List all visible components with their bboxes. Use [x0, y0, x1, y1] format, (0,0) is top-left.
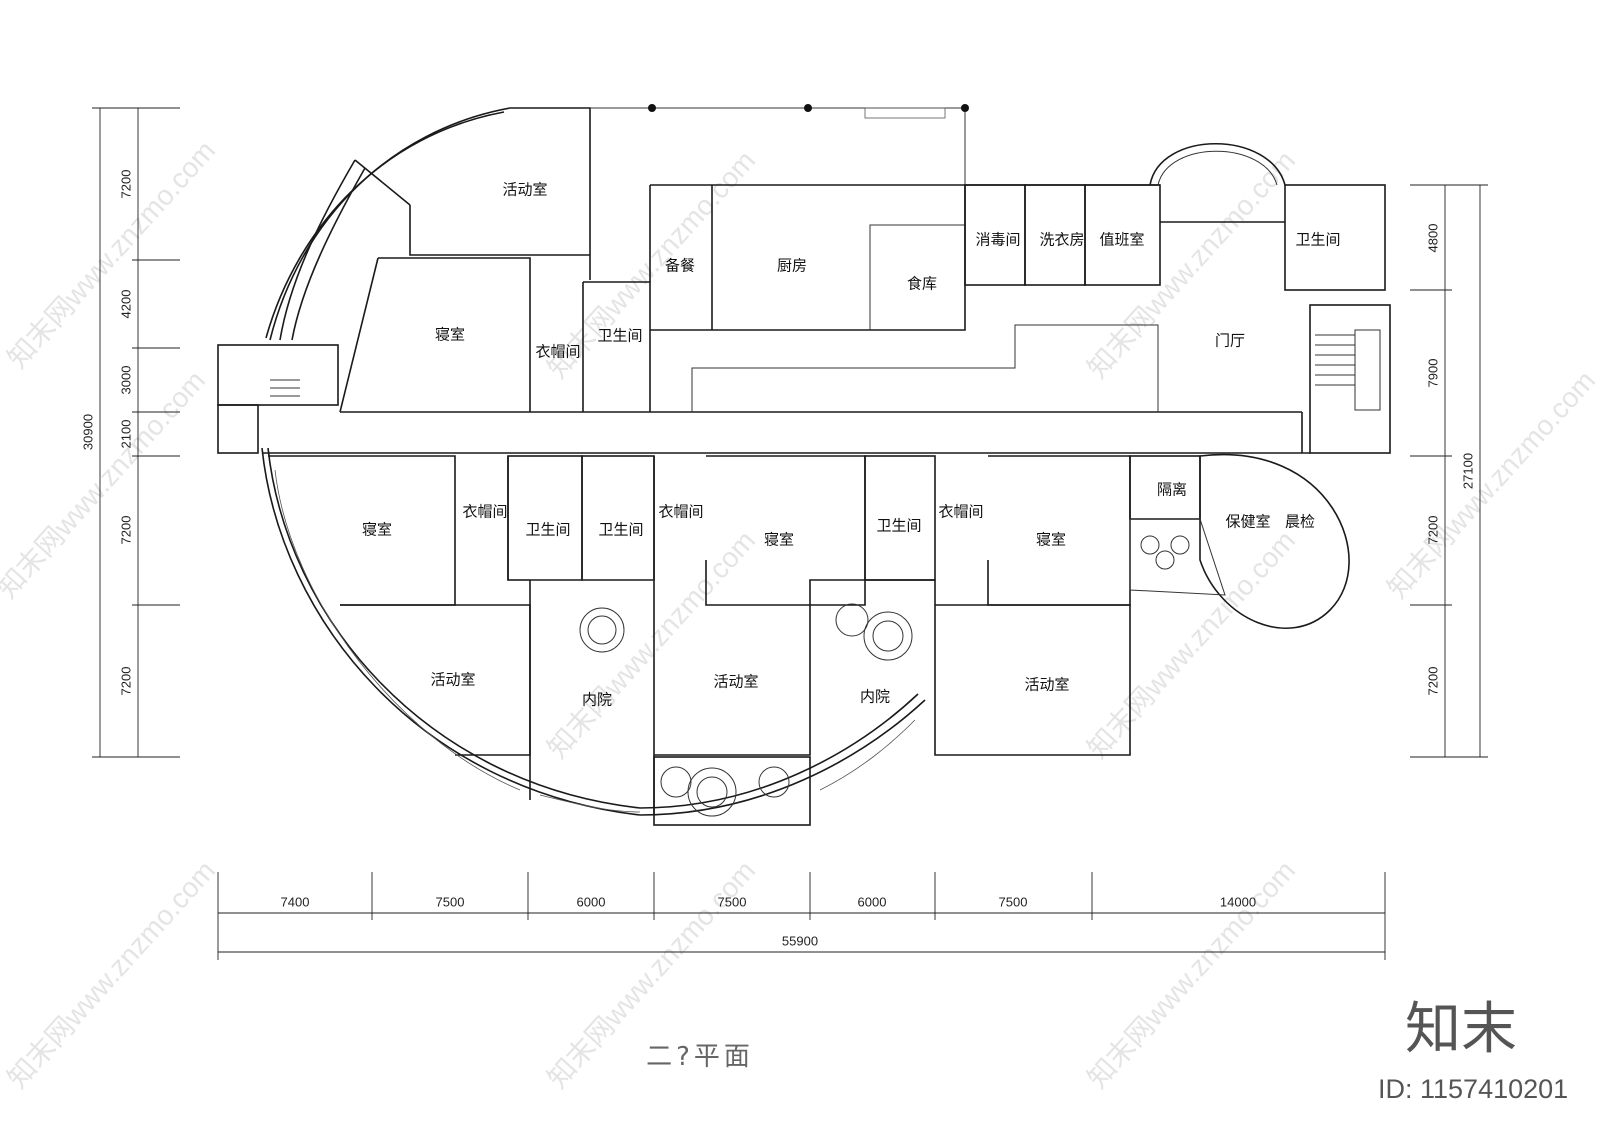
room-label: 活动室	[502, 181, 547, 199]
dimension-label: 2100	[118, 420, 133, 449]
room-label: 卫生间	[525, 521, 570, 539]
room-label: 寝室	[1036, 531, 1066, 549]
room-label: 值班室	[1099, 231, 1144, 249]
room-label: 晨检	[1285, 513, 1315, 531]
stair-icon	[1315, 329, 1381, 411]
dimension-label: 4800	[1425, 224, 1440, 253]
room-label: 衣帽间	[535, 343, 580, 361]
watermarks: 知末网www.znzmo.com 知末网www.znzmo.com 知末网www…	[0, 135, 1600, 1094]
dimension-label: 7200	[1425, 667, 1440, 696]
room-label: 活动室	[1024, 676, 1069, 694]
room-label: 保健室	[1225, 513, 1270, 531]
room-labels: 活动室 寝室 衣帽间 卫生间 备餐 厨房 食库 消毒间 洗衣房 值班室 卫生间 …	[362, 181, 1341, 709]
tree-icons	[579, 535, 1190, 817]
watermark: 知末网www.znzmo.com	[1, 855, 221, 1094]
dimension-label: 3000	[118, 366, 133, 395]
room-label: 隔离	[1157, 481, 1187, 499]
room-label: 衣帽间	[462, 503, 507, 521]
room-label: 寝室	[435, 326, 465, 344]
dimension-label: 7900	[1425, 359, 1440, 388]
room-label: 消毒间	[975, 231, 1020, 249]
room-label: 厨房	[777, 257, 807, 275]
south-block	[268, 453, 1350, 826]
room-label: 寝室	[362, 521, 392, 539]
dimension-label: 7200	[1425, 516, 1440, 545]
dimension-label: 4200	[118, 290, 133, 319]
room-label: 食库	[907, 275, 937, 293]
room-label: 内院	[582, 691, 612, 709]
dimension-label: 6000	[577, 894, 606, 909]
watermark: 知末网www.znzmo.com	[541, 525, 761, 764]
dimension-label: 7200	[118, 667, 133, 696]
room-label: 寝室	[764, 531, 794, 549]
room-label: 备餐	[665, 257, 695, 275]
dimension-total: 55900	[782, 933, 818, 948]
dimension-label: 7400	[281, 894, 310, 909]
watermark: 知末网www.znzmo.com	[0, 365, 211, 604]
dimension-total: 30900	[80, 414, 95, 450]
dimension-label: 6000	[858, 894, 887, 909]
dimension-bottom: 7400 7500 6000 7500 6000 7500 14000 5590…	[217, 872, 1386, 960]
north-block	[217, 104, 1391, 454]
dimension-label: 14000	[1220, 894, 1256, 909]
room-label: 衣帽间	[938, 503, 983, 521]
dimension-label: 7500	[436, 894, 465, 909]
drawing-title: 二?平面	[646, 1042, 754, 1072]
brand-logo: 知末 ID: 1157410201	[1378, 997, 1568, 1104]
dimension-label: 7500	[718, 894, 747, 909]
watermark: 知末网www.znzmo.com	[1381, 365, 1600, 604]
dimension-left: 7200 4200 3000 2100 7200 7200 30900	[80, 107, 180, 758]
room-label: 卫生间	[597, 327, 642, 345]
dimension-total: 27100	[1460, 453, 1475, 489]
dimension-label: 7200	[118, 170, 133, 199]
outer-walls	[261, 107, 926, 816]
stair-icon	[270, 379, 300, 397]
room-label: 活动室	[713, 673, 758, 691]
room-label: 卫生间	[1295, 231, 1340, 249]
dimension-label: 7500	[999, 894, 1028, 909]
room-label: 卫生间	[876, 517, 921, 535]
room-label: 洗衣房	[1039, 231, 1084, 249]
room-label: 活动室	[430, 671, 475, 689]
room-label: 门厅	[1215, 332, 1245, 350]
room-label: 卫生间	[598, 521, 643, 539]
brand-logo-text: 知末	[1405, 997, 1517, 1062]
watermark: 知末网www.znzmo.com	[1081, 855, 1301, 1094]
watermark: 知末网www.znzmo.com	[1, 135, 221, 374]
watermark: 知末网www.znzmo.com	[1081, 525, 1301, 764]
room-label: 内院	[860, 688, 890, 706]
room-label: 衣帽间	[658, 503, 703, 521]
watermark: 知末网www.znzmo.com	[1081, 145, 1301, 384]
brand-id: ID: 1157410201	[1378, 1074, 1568, 1104]
dimension-right: 4800 7900 7200 7200 27100	[1410, 184, 1488, 758]
dimension-label: 7200	[118, 516, 133, 545]
